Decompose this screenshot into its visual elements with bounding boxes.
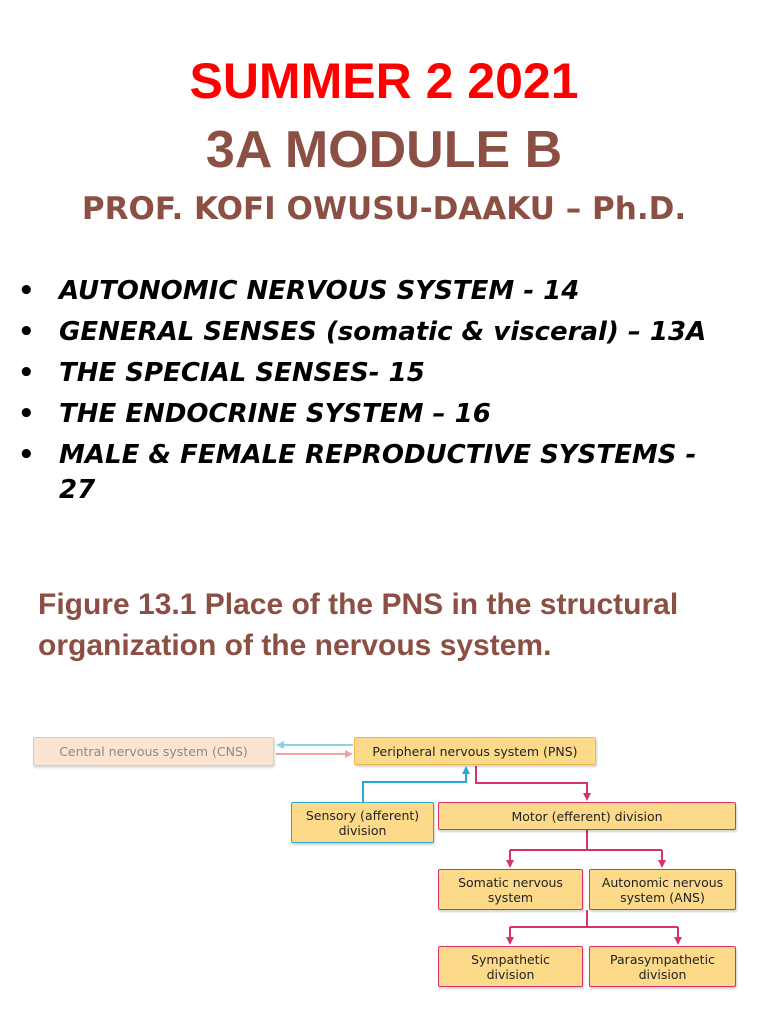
topic-text: AUTONOMIC NERVOUS SYSTEM - 14 (59, 276, 580, 306)
list-item: • THE ENDOCRINE SYSTEM – 16 (0, 397, 768, 432)
motor-division-box: Motor (efferent) division (438, 802, 736, 830)
bullet-icon: • (18, 440, 35, 470)
list-item: • GENERAL SENSES (somatic & visceral) – 1… (0, 315, 768, 350)
topic-text: GENERAL SENSES (somatic & visceral) – 13… (59, 317, 707, 347)
topic-text: MALE & FEMALE REPRODUCTIVE SYSTEMS - 27 (59, 440, 697, 505)
topic-text: THE SPECIAL SENSES- 15 (59, 358, 425, 388)
title-module: 3A MODULE B (205, 121, 563, 179)
sensory-division-box: Sensory (afferent) division (291, 802, 434, 843)
sympathetic-division-box: Sympathetic division (438, 946, 583, 987)
topic-text: THE ENDOCRINE SYSTEM – 16 (59, 399, 491, 429)
list-item: • AUTONOMIC NERVOUS SYSTEM - 14 (0, 274, 768, 309)
pns-box: Peripheral nervous system (PNS) (354, 737, 596, 765)
title-summer: SUMMER 2 2021 (189, 53, 579, 109)
list-item: • MALE & FEMALE REPRODUCTIVE SYSTEMS - 27 (0, 438, 768, 508)
somatic-nervous-system-box: Somatic nervous system (438, 869, 583, 910)
pns-to-motor-arrow (475, 766, 591, 801)
bullet-icon: • (18, 358, 35, 388)
bullet-icon: • (18, 276, 35, 306)
topic-list: • AUTONOMIC NERVOUS SYSTEM - 14 • GENERAL … (0, 274, 768, 514)
instructor-name: PROF. KOFI OWUSU-DAAKU – Ph.D. (81, 191, 687, 227)
sensory-to-pns-arrow (362, 766, 470, 802)
bullet-icon: • (18, 317, 35, 347)
bullet-icon: • (18, 399, 35, 429)
parasympathetic-division-box: Parasympathetic division (589, 946, 736, 987)
figure-caption: Figure 13.1 Place of the PNS in the stru… (38, 588, 679, 662)
cns-box: Central nervous system (CNS) (33, 737, 274, 766)
list-item: • THE SPECIAL SENSES- 15 (0, 356, 768, 391)
autonomic-nervous-system-box: Autonomic nervous system (ANS) (589, 869, 736, 910)
